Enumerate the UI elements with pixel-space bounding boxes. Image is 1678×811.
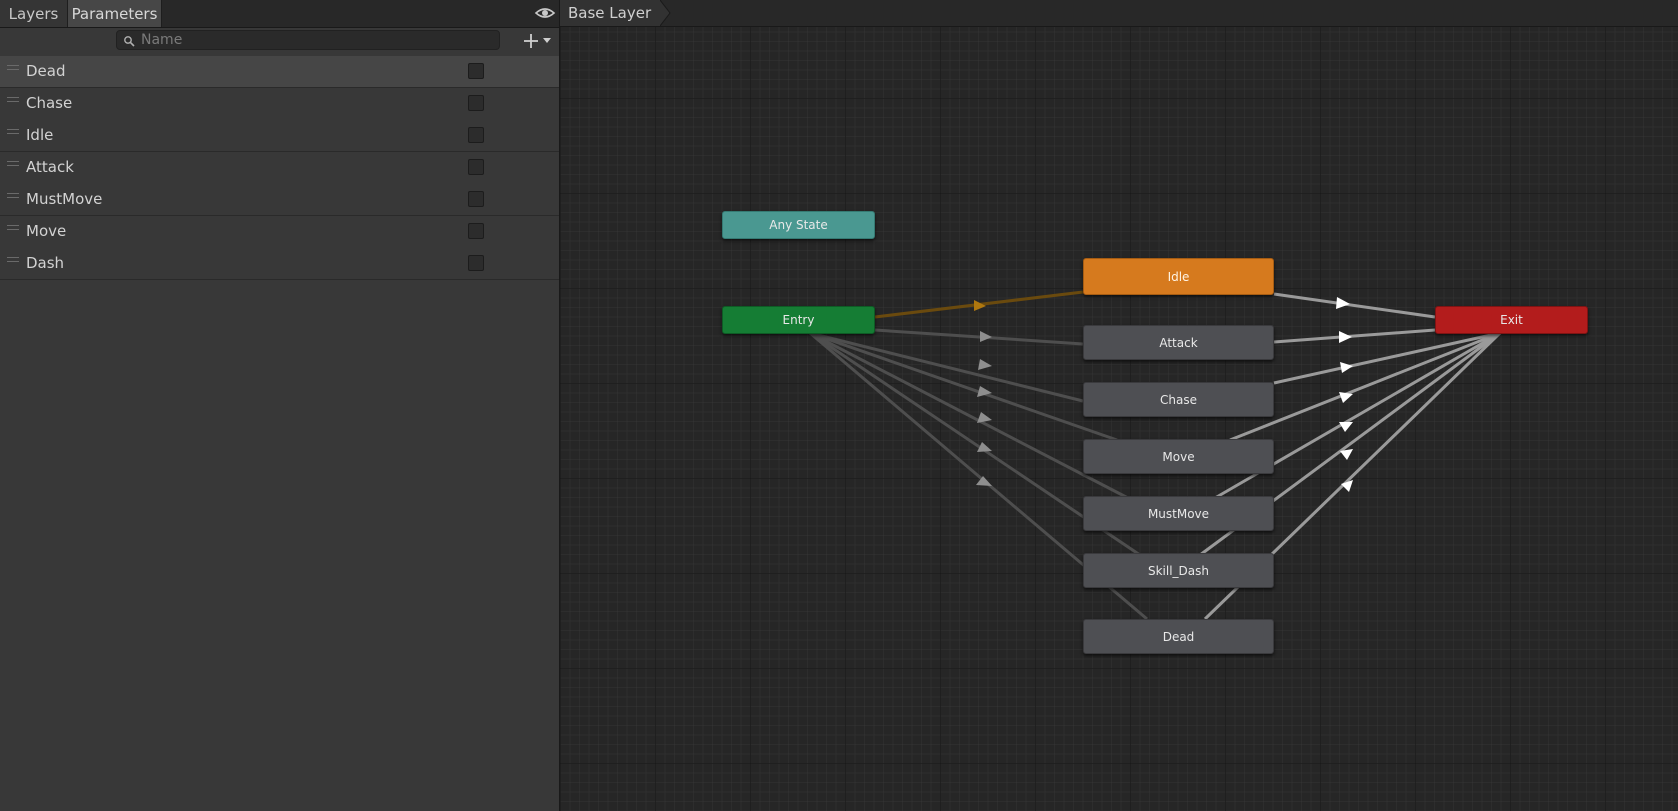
drag-handle-icon[interactable] [7, 97, 19, 102]
node-label: Move [1162, 449, 1195, 464]
node-label: Exit [1500, 313, 1523, 327]
node-attack[interactable]: Attack [1083, 325, 1274, 360]
node-idle[interactable]: Idle [1083, 258, 1274, 295]
transition-entry-move[interactable] [809, 331, 1118, 442]
node-chase[interactable]: Chase [1083, 382, 1274, 417]
drag-handle-icon[interactable] [7, 193, 19, 198]
parameter-name: Dead [26, 62, 66, 80]
breadcrumb-base-layer[interactable]: Base Layer [560, 0, 660, 26]
transition-entry-chase[interactable] [809, 331, 1084, 403]
transition-attack-exit[interactable] [1273, 328, 1436, 344]
node-label: Idle [1167, 269, 1190, 284]
parameter-row-chase[interactable]: Chase [0, 88, 559, 120]
node-skill-dash[interactable]: Skill_Dash [1083, 553, 1274, 588]
parameter-checkbox[interactable] [468, 95, 484, 111]
parameter-name: Attack [26, 158, 74, 176]
node-move[interactable]: Move [1083, 439, 1274, 474]
parameter-checkbox[interactable] [468, 127, 484, 143]
parameter-row-move[interactable]: Move [0, 216, 559, 248]
search-box[interactable] [116, 30, 500, 50]
plus-icon [524, 34, 538, 48]
node-label: Skill_Dash [1147, 563, 1210, 578]
transition-idle-exit[interactable] [1273, 292, 1436, 319]
node-entry[interactable]: Entry [722, 306, 875, 334]
drag-handle-icon[interactable] [7, 257, 19, 262]
panel-tab-bar: Layers Parameters [0, 0, 559, 28]
parameter-row-dash[interactable]: Dash [0, 248, 559, 280]
transition-entry-attack[interactable] [874, 328, 1084, 346]
transition-entry-mustmove[interactable] [809, 331, 1129, 500]
parameter-checkbox[interactable] [468, 223, 484, 239]
node-exit[interactable]: Exit [1435, 306, 1588, 334]
drag-handle-icon[interactable] [7, 65, 19, 70]
node-dead[interactable]: Dead [1083, 619, 1274, 654]
transition-chase-exit[interactable] [1273, 331, 1501, 385]
node-label: MustMove [1147, 506, 1210, 521]
node-label: Any State [769, 218, 828, 232]
transition-move-exit[interactable] [1229, 331, 1501, 442]
tab-layers[interactable]: Layers [0, 0, 68, 27]
transition-entry-idle[interactable] [874, 290, 1084, 319]
parameter-row-dead[interactable]: Dead [0, 56, 559, 88]
breadcrumb-chevron-icon [660, 0, 671, 26]
search-input[interactable] [141, 31, 491, 49]
transitions-layer [809, 290, 1502, 621]
add-parameter-button[interactable] [520, 30, 556, 52]
eye-icon[interactable] [534, 3, 556, 23]
parameter-name: MustMove [26, 190, 103, 208]
node-label: Attack [1159, 335, 1198, 350]
parameter-name: Chase [26, 94, 73, 112]
parameter-checkbox[interactable] [468, 255, 484, 271]
state-machine-graph[interactable]: Any State Entry Exit Idle Attack Chase M… [560, 0, 1678, 811]
dropdown-arrow-icon [543, 38, 551, 43]
parameter-name: Dash [26, 254, 65, 272]
tab-parameters[interactable]: Parameters [68, 0, 162, 27]
parameter-list: Dead Chase Idle Attack MustMove [0, 56, 559, 280]
node-any-state[interactable]: Any State [722, 211, 875, 239]
parameter-name: Move [26, 222, 67, 240]
node-label: Dead [1162, 629, 1195, 644]
parameter-checkbox[interactable] [468, 159, 484, 175]
parameter-checkbox[interactable] [468, 63, 484, 79]
breadcrumb: Base Layer [560, 0, 1678, 27]
parameters-panel: Layers Parameters [0, 0, 560, 811]
parameter-row-attack[interactable]: Attack [0, 152, 559, 184]
parameter-checkbox[interactable] [468, 191, 484, 207]
node-label: Chase [1160, 392, 1197, 407]
parameter-row-mustmove[interactable]: MustMove [0, 184, 559, 216]
search-icon [123, 34, 137, 48]
parameter-row-idle[interactable]: Idle [0, 120, 559, 152]
node-mustmove[interactable]: MustMove [1083, 496, 1274, 531]
drag-handle-icon[interactable] [7, 161, 19, 166]
node-label: Entry [782, 313, 815, 327]
search-row [0, 27, 559, 54]
drag-handle-icon[interactable] [7, 225, 19, 230]
parameter-name: Idle [26, 126, 54, 144]
drag-handle-icon[interactable] [7, 129, 19, 134]
